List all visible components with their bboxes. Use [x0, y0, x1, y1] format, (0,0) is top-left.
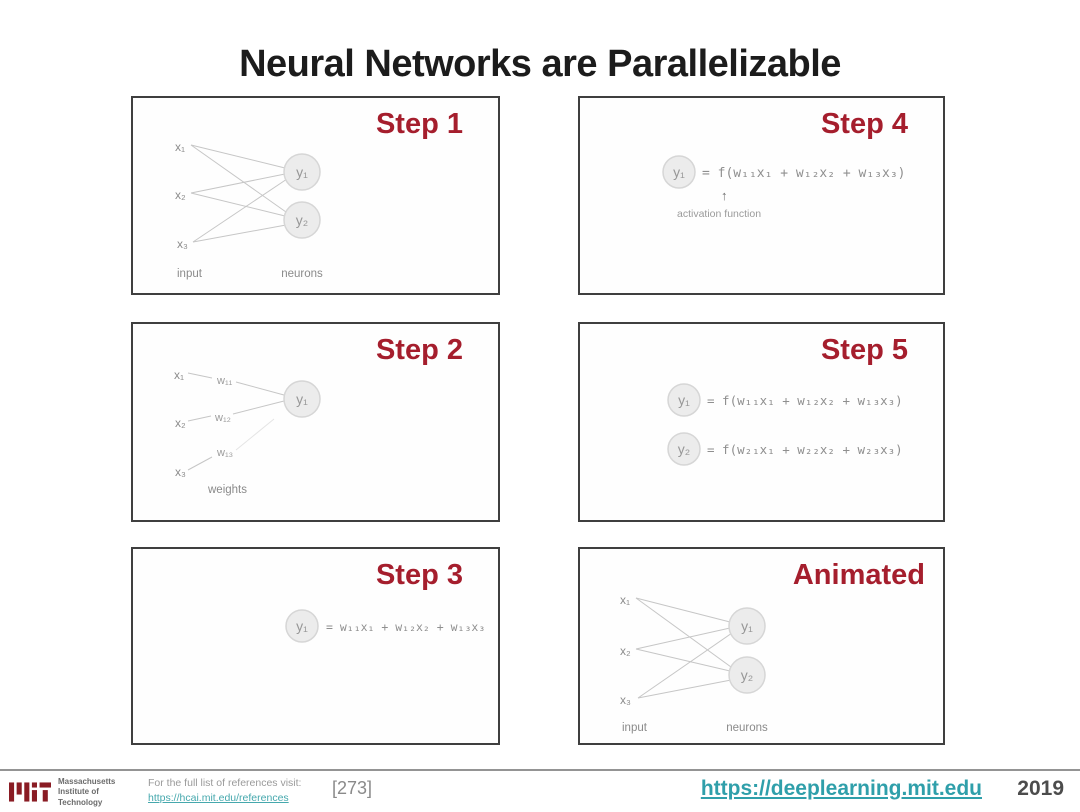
connection-lines — [190, 144, 288, 243]
input-caption: input — [177, 268, 203, 280]
input-x2-label: x₂ — [175, 416, 186, 430]
panel-step5: Step 5 y₁ = f(w₁₁x₁ + w₁₂x₂ + w₁₃x₃) y₂ … — [578, 322, 945, 522]
neuron-y2-node — [283, 201, 321, 239]
footer: Massachusetts Institute of Technology Fo… — [0, 769, 1080, 812]
activation-function-annotation: activation function — [677, 208, 762, 220]
animated-network-diagram: x₁ x₂ x₃ y₁ y₂ input neurons — [620, 593, 768, 734]
neuron-y1-label: y₁ — [741, 618, 753, 634]
year-label: 2019 — [1017, 777, 1064, 800]
up-arrow-icon: ↑ — [721, 188, 728, 203]
panel-step3: Step 3 y₁ = w₁₁x₁ + w₁₂x₂ + w₁₃x₃ — [131, 547, 500, 745]
connection-lines — [187, 372, 285, 471]
step5-equations-diagram: y₁ = f(w₁₁x₁ + w₁₂x₂ + w₁₃x₃) y₂ = f(w₂₁… — [667, 383, 903, 466]
input-x1-label: x₁ — [620, 593, 630, 607]
input-x3-label: x₃ — [620, 693, 631, 707]
step3-equation-diagram: y₁ = w₁₁x₁ + w₁₂x₂ + w₁₃x₃ — [285, 609, 485, 643]
neuron-y2-label: y₂ — [678, 441, 690, 457]
neuron-y2-label: y₂ — [741, 667, 753, 683]
neuron-y1-node — [667, 383, 701, 417]
input-x2-label: x₂ — [175, 188, 186, 202]
neurons-caption: neurons — [726, 722, 768, 734]
neuron-y1-label: y₁ — [296, 391, 308, 407]
step4-title: Step 4 — [820, 108, 908, 140]
input-x1-label: x₁ — [175, 140, 185, 154]
slide-title: Neural Networks are Parallelizable — [239, 43, 841, 86]
animated-title: Animated — [792, 559, 925, 591]
input-x3-label: x₃ — [175, 465, 186, 479]
neuron-y1-node — [283, 380, 321, 418]
step5-title: Step 5 — [820, 334, 908, 366]
neuron-y1-label: y₁ — [296, 164, 308, 180]
references-block: For the full list of references visit: h… — [148, 776, 301, 806]
neuron-y1-label: y₁ — [296, 618, 308, 634]
input-x3-label: x₃ — [177, 237, 188, 251]
panel-animated: Animated x₁ x₂ x₃ y₁ y₂ input neurons — [578, 547, 945, 745]
weights-caption: weights — [207, 484, 247, 496]
panel-step1: Step 1 x₁ x₂ x₃ y₁ y₂ input neurons — [131, 96, 500, 295]
mit-institution-name: Massachusetts Institute of Technology — [58, 777, 116, 807]
references-link[interactable]: https://hcai.mit.edu/references — [148, 792, 289, 805]
neuron-y1-node — [283, 153, 321, 191]
step4-equation-diagram: y₁ = f(w₁₁x₁ + w₁₂x₂ + w₁₃x₃) — [662, 155, 906, 189]
input-caption: input — [622, 722, 648, 734]
input-x1-label: x₁ — [174, 368, 184, 382]
neuron-y1-node — [285, 609, 319, 643]
course-link[interactable]: https://deeplearning.mit.edu — [700, 777, 982, 800]
references-text: For the full list of references visit: — [148, 777, 302, 789]
neurons-caption: neurons — [281, 268, 323, 280]
step3-equation: = w₁₁x₁ + w₁₂x₂ + w₁₃x₃ — [326, 620, 485, 634]
weight-w13-label: w₁₃ — [216, 447, 233, 459]
neuron-y2-node — [728, 656, 766, 694]
neuron-y1-node — [662, 155, 696, 189]
step1-title: Step 1 — [375, 108, 463, 140]
mit-logo-icon — [9, 782, 51, 802]
step4-equation: = f(w₁₁x₁ + w₁₂x₂ + w₁₃x₃) — [702, 166, 906, 181]
weight-w12-label: w₁₂ — [214, 412, 231, 424]
neuron-y1-node — [728, 607, 766, 645]
neuron-y2-node — [667, 432, 701, 466]
step5-equation-y2: = f(w₂₁x₁ + w₂₂x₂ + w₂₃x₃) — [707, 442, 903, 457]
slide-number: [273] — [332, 778, 373, 798]
neuron-y1-label: y₁ — [678, 392, 690, 408]
step2-title: Step 2 — [375, 334, 463, 366]
connection-lines — [635, 597, 733, 699]
weight-w11-label: w₁₁ — [216, 375, 233, 387]
step2-weights-diagram: x₁ x₂ x₃ w₁₁ w₁₂ w₁₃ y₁ weights — [174, 368, 321, 496]
neuron-y2-label: y₂ — [296, 212, 308, 228]
neuron-y1-label: y₁ — [673, 164, 685, 180]
input-x2-label: x₂ — [620, 644, 631, 658]
step5-equation-y1: = f(w₁₁x₁ + w₁₂x₂ + w₁₃x₃) — [707, 393, 903, 408]
step1-network-diagram: x₁ x₂ x₃ y₁ y₂ input neurons — [175, 140, 323, 280]
panel-step4: Step 4 y₁ = f(w₁₁x₁ + w₁₂x₂ + w₁₃x₃) ↑ a… — [578, 96, 945, 295]
step3-title: Step 3 — [375, 559, 463, 591]
panel-step2: Step 2 x₁ x₂ x₃ w₁₁ w₁₂ w₁₃ y₁ weights — [131, 322, 500, 522]
